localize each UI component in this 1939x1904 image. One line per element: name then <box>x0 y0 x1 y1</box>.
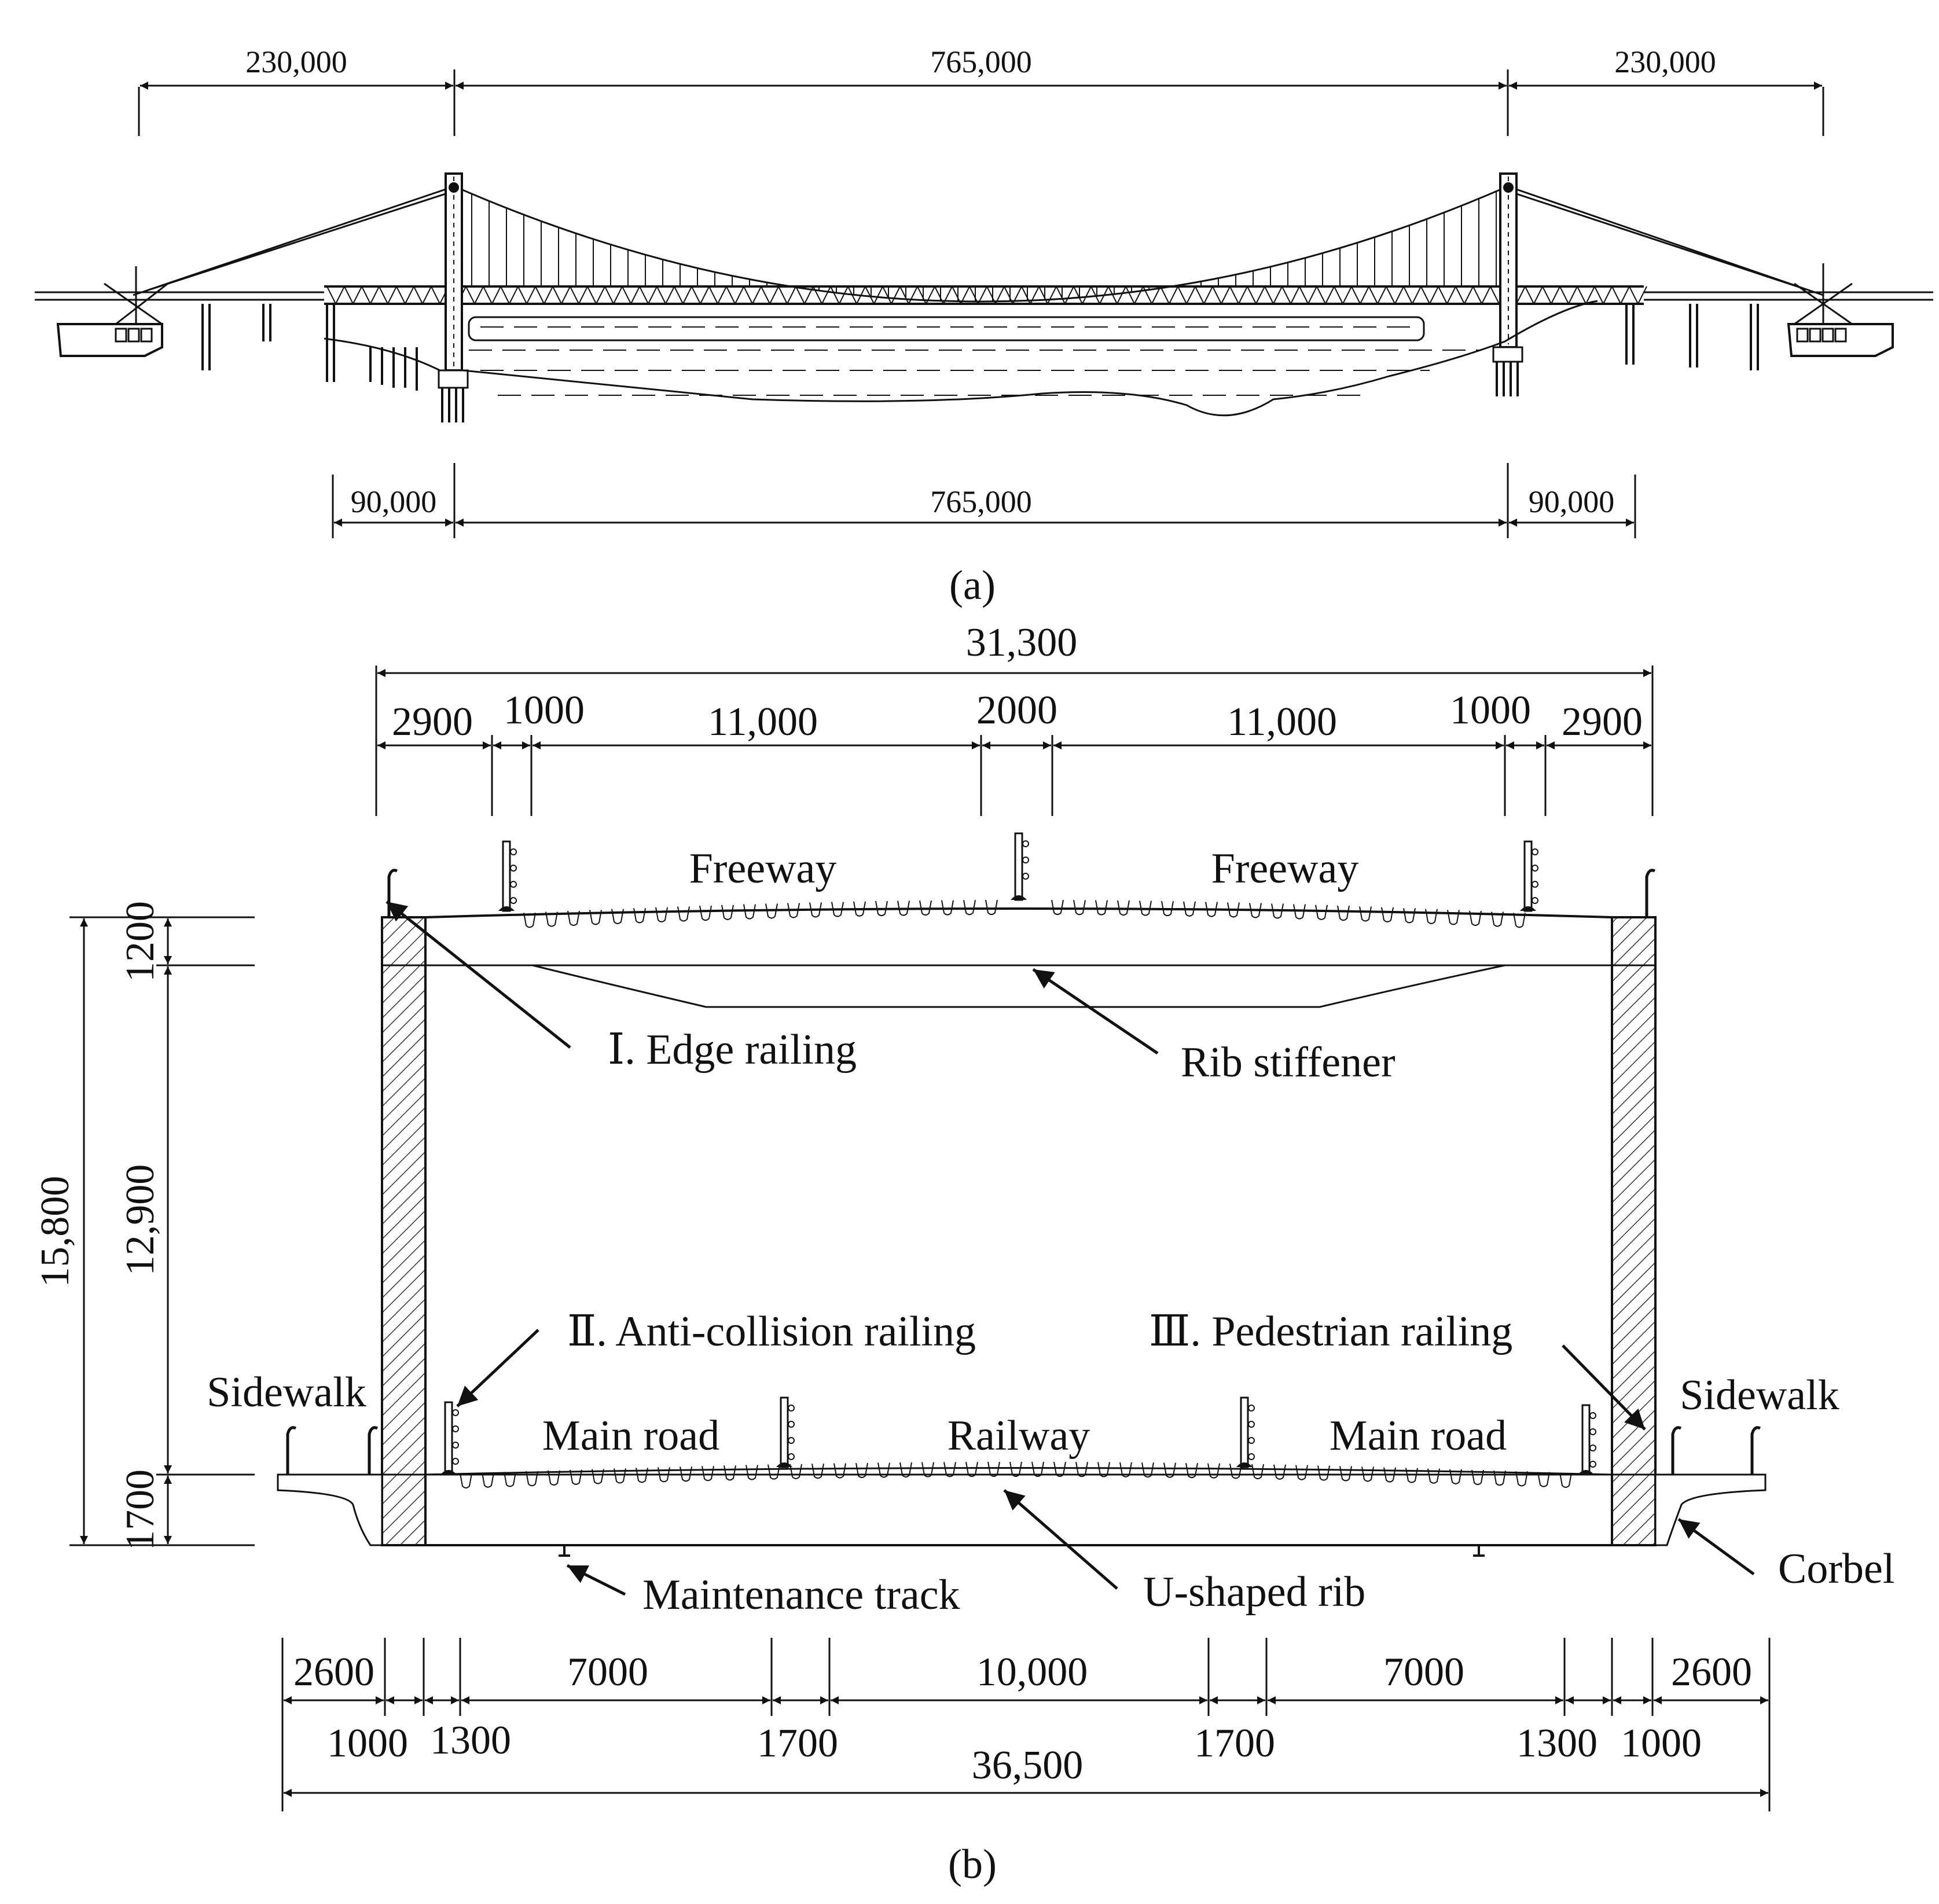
dim-a-bottom-left: 90,000 <box>351 484 437 519</box>
panel-a-top-dimensions: 230,000 765,000 230,000 <box>138 45 1824 136</box>
box-girder <box>277 899 1767 1557</box>
dim-b-top-seg-7: 2900 <box>1562 700 1643 744</box>
dim-b-top-seg-5: 11,000 <box>1227 700 1337 744</box>
maintenance-track-rails <box>559 1545 1485 1557</box>
label-main-road-right: Main road <box>1330 1412 1507 1460</box>
dim-a-top-main: 765,000 <box>930 45 1032 79</box>
panel-b-height-dimensions: 15,800 1200 12,900 1700 <box>33 901 255 1550</box>
rib-stiffener-shape <box>425 964 1612 1008</box>
railings <box>286 832 1761 1476</box>
dim-b-bottom-lower-4: 1700 <box>1194 1721 1275 1766</box>
u-ribs-upper <box>523 899 1526 928</box>
anchorage-right <box>1787 263 1894 357</box>
dim-b-top-seg-4: 2000 <box>976 688 1057 733</box>
dim-b-height-total: 15,800 <box>33 1176 78 1288</box>
callout-u-shaped-rib: U-shaped rib <box>1143 1568 1365 1616</box>
web-left <box>381 916 427 1546</box>
approach-piers <box>201 304 1759 391</box>
anchorage-left <box>56 266 168 357</box>
caption-a: (a) <box>949 562 996 608</box>
callout-edge-railing: Ⅰ. Edge railing <box>608 1026 857 1074</box>
dim-b-top-seg-1: 2900 <box>392 700 473 744</box>
dim-b-bottom-upper-2: 7000 <box>567 1650 648 1695</box>
callout-rib-stiffener: Rib stiffener <box>1181 1039 1396 1086</box>
dim-b-bottom-lower-1: 1000 <box>327 1721 408 1766</box>
dim-b-height-bottom: 1700 <box>118 1469 163 1550</box>
u-ribs-lower <box>460 1461 1572 1488</box>
upper-deck-plate <box>425 907 1613 918</box>
callout-arrows <box>385 900 1755 1596</box>
dim-b-height-top: 1200 <box>118 901 163 982</box>
tower-right <box>1492 172 1523 396</box>
label-sidewalk-right: Sidewalk <box>1680 1372 1839 1419</box>
callout-pedestrian: Ⅲ. Pedestrian railing <box>1149 1308 1512 1355</box>
panel-b-top-dimensions: 31,300 2900 1000 <box>375 620 1654 816</box>
caption-b: (b) <box>948 1841 997 1887</box>
label-main-road-left: Main road <box>542 1412 719 1460</box>
ground-profile <box>324 300 1598 417</box>
callout-maintenance-track: Maintenance track <box>642 1571 960 1619</box>
label-sidewalk-left: Sidewalk <box>207 1369 366 1416</box>
stiffening-truss <box>35 285 1933 305</box>
dim-a-bottom-main: 765,000 <box>930 484 1032 519</box>
dim-b-bottom-lower-2: 1300 <box>430 1718 511 1763</box>
panel-a-bottom-dimensions: 90,000 765,000 90,000 <box>332 463 1636 538</box>
tower-left <box>438 172 469 422</box>
dim-b-bottom-upper-3: 10,000 <box>976 1650 1088 1695</box>
dim-b-top-seg-3: 11,000 <box>708 700 818 744</box>
dim-a-top-left: 230,000 <box>245 45 347 79</box>
dim-b-bottom-lower-6: 1000 <box>1621 1721 1702 1766</box>
label-freeway-right: Freeway <box>1211 845 1359 892</box>
water-lines <box>469 326 1482 396</box>
panel-a-elevation: 230,000 765,000 230,000 <box>35 45 1933 608</box>
dim-b-bottom-upper-1: 2600 <box>293 1650 374 1695</box>
cantilever-right <box>1654 1473 1767 1546</box>
dim-b-bottom-upper-5: 2600 <box>1671 1650 1752 1695</box>
hangers <box>471 191 1497 302</box>
dim-b-height-middle: 12,900 <box>118 1164 163 1276</box>
dim-a-bottom-right: 90,000 <box>1529 484 1615 519</box>
dim-b-overall-bottom: 36,500 <box>972 1743 1084 1788</box>
dim-b-bottom-lower-5: 1300 <box>1516 1721 1598 1766</box>
main-cables <box>133 185 1824 303</box>
dim-b-bottom-upper-4: 7000 <box>1383 1650 1464 1695</box>
dim-b-top-seg-2: 1000 <box>504 688 585 733</box>
callout-anti-collision: Ⅱ. Anti-collision railing <box>567 1308 976 1355</box>
dim-b-top-seg-6: 1000 <box>1450 688 1531 733</box>
label-freeway-left: Freeway <box>689 845 837 892</box>
panel-b-bottom-dimensions: 2600 7000 10,000 7000 2600 1000 1300 170… <box>281 1638 1771 1811</box>
dim-b-bottom-lower-3: 1700 <box>757 1721 838 1766</box>
cantilever-left <box>277 1473 383 1546</box>
callout-corbel: Corbel <box>1778 1545 1894 1593</box>
dim-a-top-right: 230,000 <box>1614 45 1716 79</box>
web-right <box>1611 916 1657 1546</box>
panel-b-cross-section: 31,300 2900 1000 <box>33 620 1894 1887</box>
label-railway: Railway <box>948 1412 1090 1460</box>
dim-b-overall-top: 31,300 <box>966 620 1078 665</box>
